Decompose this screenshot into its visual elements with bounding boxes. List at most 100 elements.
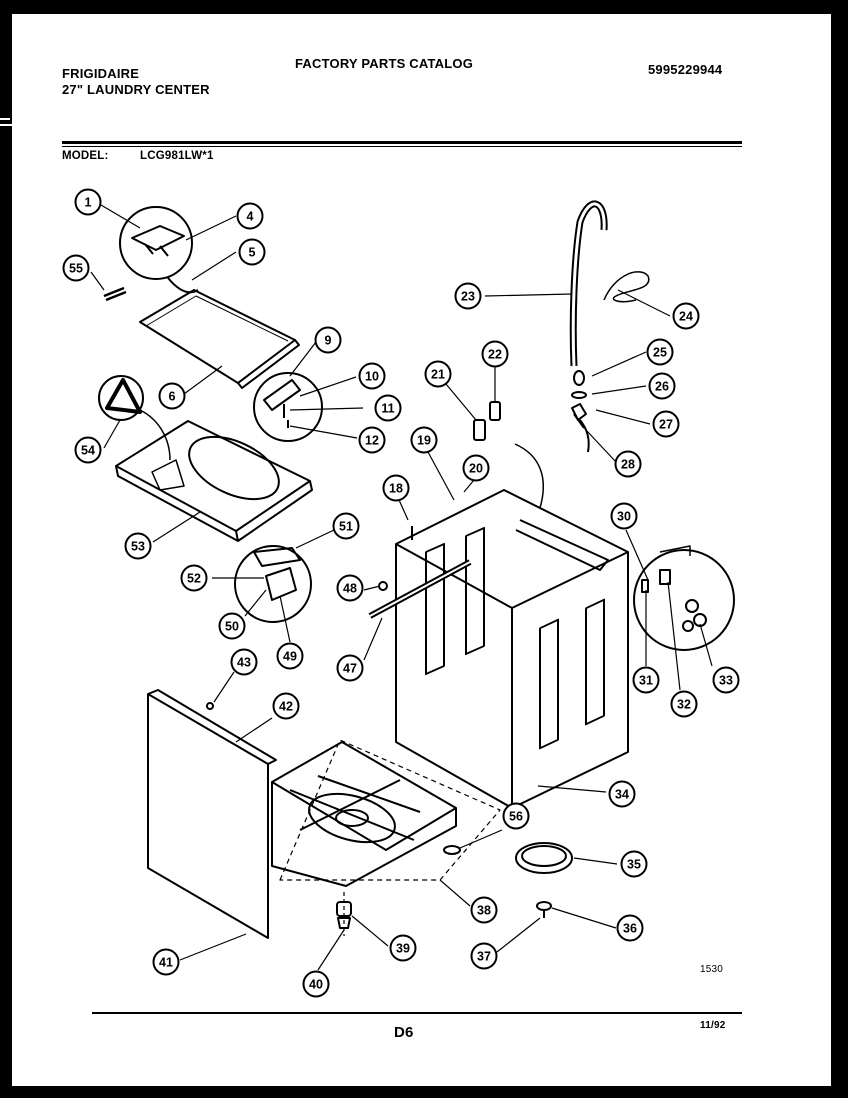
catalog-date: 11/92 xyxy=(700,1020,726,1031)
scan-mark xyxy=(0,124,14,126)
callout-label: 39 xyxy=(396,942,410,956)
callout-bubble xyxy=(124,532,152,560)
catalog-title: FACTORY PARTS CATALOG xyxy=(295,56,474,71)
detail-circle-switch xyxy=(234,545,312,623)
page-code: D6 xyxy=(394,1024,414,1041)
callout-bubble xyxy=(74,188,102,216)
callout-label: 34 xyxy=(615,788,629,802)
callout-bubble xyxy=(272,692,300,720)
callout-label: 56 xyxy=(509,810,523,824)
callout-bubble xyxy=(424,360,452,388)
figure-code: 1530 xyxy=(700,964,724,975)
callout-bubble xyxy=(74,436,102,464)
callout-label: 37 xyxy=(477,950,491,964)
callout-label: 18 xyxy=(389,482,403,496)
callout-bubble xyxy=(646,338,674,366)
detail-circle-controls xyxy=(119,206,193,280)
model-value: LCG981LW*1 xyxy=(140,150,214,162)
callout-bubble xyxy=(218,612,246,640)
callout-bubble xyxy=(648,372,676,400)
callout-label: 47 xyxy=(343,662,357,676)
callout-bubble xyxy=(374,394,402,422)
callout-bubble xyxy=(410,426,438,454)
callout-label: 31 xyxy=(639,674,653,688)
detail-circle-hinge xyxy=(253,372,323,442)
callout-label: 38 xyxy=(477,904,491,918)
brand-name: FRIGIDAIRE xyxy=(62,66,140,81)
callout-bubble xyxy=(276,642,304,670)
callout-label: 25 xyxy=(653,346,667,360)
callout-bubble xyxy=(358,426,386,454)
callout-label: 11 xyxy=(381,402,394,416)
callout-label: 48 xyxy=(343,582,357,596)
callout-bubble xyxy=(336,574,364,602)
callout-label: 49 xyxy=(283,650,297,664)
callout-bubble xyxy=(358,362,386,390)
callout-label: 33 xyxy=(719,674,733,688)
callout-bubble xyxy=(332,512,360,540)
footer-rule xyxy=(92,1012,742,1014)
callout-bubble xyxy=(238,238,266,266)
callout-label: 54 xyxy=(81,444,95,458)
callout-label: 32 xyxy=(677,698,691,712)
callout-bubble xyxy=(158,382,186,410)
callout-label: 24 xyxy=(679,310,693,324)
callout-label: 12 xyxy=(365,434,379,448)
callout-bubble xyxy=(610,502,638,530)
callout-bubble xyxy=(502,802,530,830)
callout-bubble xyxy=(608,780,636,808)
callout-bubble xyxy=(620,850,648,878)
callout-bubble xyxy=(152,948,180,976)
callout-bubble xyxy=(336,654,364,682)
callout-bubble xyxy=(389,934,417,962)
callout-label: 27 xyxy=(659,418,673,432)
callout-label: 52 xyxy=(187,572,201,586)
callout-label: 10 xyxy=(365,370,379,384)
callout-label: 42 xyxy=(279,700,293,714)
callout-label: 53 xyxy=(131,540,145,554)
detail-circle-control-panel xyxy=(633,549,735,651)
product-name: 27" LAUNDRY CENTER xyxy=(62,82,210,97)
callout-label: 50 xyxy=(225,620,239,634)
callout-label: 36 xyxy=(623,922,637,936)
callout-bubble xyxy=(470,942,498,970)
callout-label: 23 xyxy=(461,290,475,304)
callout-bubble xyxy=(670,690,698,718)
callout-label: 40 xyxy=(309,978,323,992)
callout-label: 28 xyxy=(621,458,635,472)
callout-label: 41 xyxy=(159,956,173,970)
scan-mark xyxy=(0,118,10,120)
callout-bubble xyxy=(481,340,509,368)
callout-bubble xyxy=(614,450,642,478)
callout-bubble xyxy=(302,970,330,998)
callout-label: 1 xyxy=(85,196,92,210)
callout-label: 51 xyxy=(339,520,353,534)
callout-label: 19 xyxy=(417,434,431,448)
callout-label: 6 xyxy=(169,390,176,404)
header-rule-thick xyxy=(62,141,742,144)
callout-bubble xyxy=(632,666,660,694)
callout-bubble xyxy=(62,254,90,282)
callout-bubble xyxy=(470,896,498,924)
header-rule-thin xyxy=(62,146,742,147)
callout-bubble xyxy=(314,326,342,354)
part-callouts: 1455569101112545351525049212223242526272… xyxy=(62,188,740,998)
callout-bubble xyxy=(652,410,680,438)
callout-bubble xyxy=(180,564,208,592)
callout-label: 30 xyxy=(617,510,631,524)
cabinet-panel-cutout xyxy=(425,542,445,676)
callout-label: 20 xyxy=(469,462,483,476)
callout-label: 9 xyxy=(325,334,332,348)
catalog-number: 5995229944 xyxy=(648,62,723,77)
model-label: MODEL: xyxy=(62,150,109,162)
callout-bubble xyxy=(230,648,258,676)
callout-label: 5 xyxy=(249,246,256,260)
callout-label: 4 xyxy=(247,210,254,224)
callout-bubble xyxy=(616,914,644,942)
callout-bubble xyxy=(712,666,740,694)
callout-bubble xyxy=(462,454,490,482)
callout-label: 21 xyxy=(431,368,445,382)
callout-bubble xyxy=(454,282,482,310)
callout-label: 43 xyxy=(237,656,251,670)
